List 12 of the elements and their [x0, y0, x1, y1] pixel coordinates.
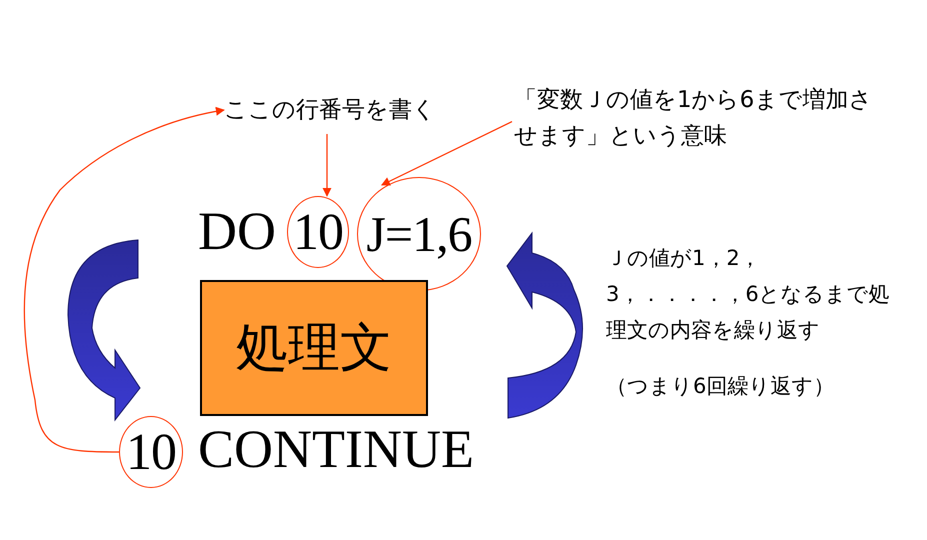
process-box: 処理文 [200, 280, 428, 416]
callout-text: ここの行番号を書く [224, 92, 450, 128]
callout-text: 「変数Ｊの値を1から6まで増加させます」という意味 [514, 82, 874, 154]
code-keyword: CONTINUE [198, 418, 475, 480]
circled-code: 10 [119, 416, 183, 488]
explanation-text: Ｊの値が1，2，3，．．．．，6となるまで処理文の内容を繰り返す [606, 245, 891, 344]
code-keyword: DO [198, 200, 277, 262]
leader-line [381, 121, 512, 186]
curved-arrow [24, 107, 225, 453]
leader-line [322, 134, 332, 197]
circled-code: 10 [287, 196, 349, 268]
note-text: （つまり6回繰り返す） [606, 373, 836, 400]
